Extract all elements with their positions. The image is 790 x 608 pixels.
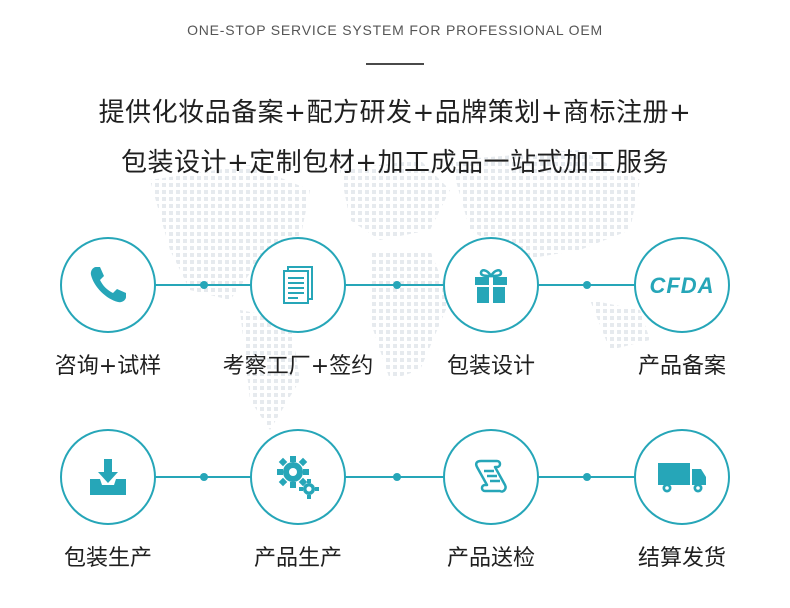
connector-dot (583, 473, 591, 481)
connector-dot (393, 281, 401, 289)
header-divider (366, 63, 424, 65)
step-filing-circle: CFDA (634, 237, 730, 333)
scroll-icon (474, 459, 507, 493)
step-label-consult: 咨询+试样 (54, 354, 162, 379)
step-inspection-circle (443, 429, 539, 525)
document-icon (283, 266, 313, 304)
gears-icon (277, 456, 319, 499)
step-label-delivery: 结算发货 (637, 546, 726, 571)
step-production-circle (250, 429, 346, 525)
headline-line-2: 包装设计+定制包材+加工成品一站式加工服务 (120, 148, 670, 178)
download-tray-icon (90, 459, 126, 495)
step-design-circle (443, 237, 539, 333)
phone-icon (90, 267, 126, 303)
connector-dot (200, 473, 208, 481)
truck-icon (658, 463, 706, 493)
cfda-icon: CFDA (649, 273, 714, 298)
step-delivery-circle (634, 429, 730, 525)
headline-line-1: 提供化妆品备案+配方研发+品牌策划+商标注册+ (98, 98, 692, 128)
connector-dot (393, 473, 401, 481)
step-label-filing: 产品备案 (637, 354, 726, 379)
step-label-design: 包装设计 (446, 354, 535, 379)
gift-icon (475, 269, 507, 303)
step-consult-circle (60, 237, 156, 333)
header-subtitle: ONE-STOP SERVICE SYSTEM FOR PROFESSIONAL… (187, 22, 603, 38)
step-label-packaging: 包装生产 (63, 546, 152, 571)
step-inspect-circle (250, 237, 346, 333)
step-label-inspection: 产品送检 (446, 546, 535, 571)
step-packaging-circle (60, 429, 156, 525)
step-label-production: 产品生产 (253, 546, 342, 571)
connector-dot (583, 281, 591, 289)
step-label-inspect: 考察工厂+签约 (222, 354, 374, 379)
cfda-icon-text: CFDA (649, 273, 714, 298)
connector-dot (200, 281, 208, 289)
